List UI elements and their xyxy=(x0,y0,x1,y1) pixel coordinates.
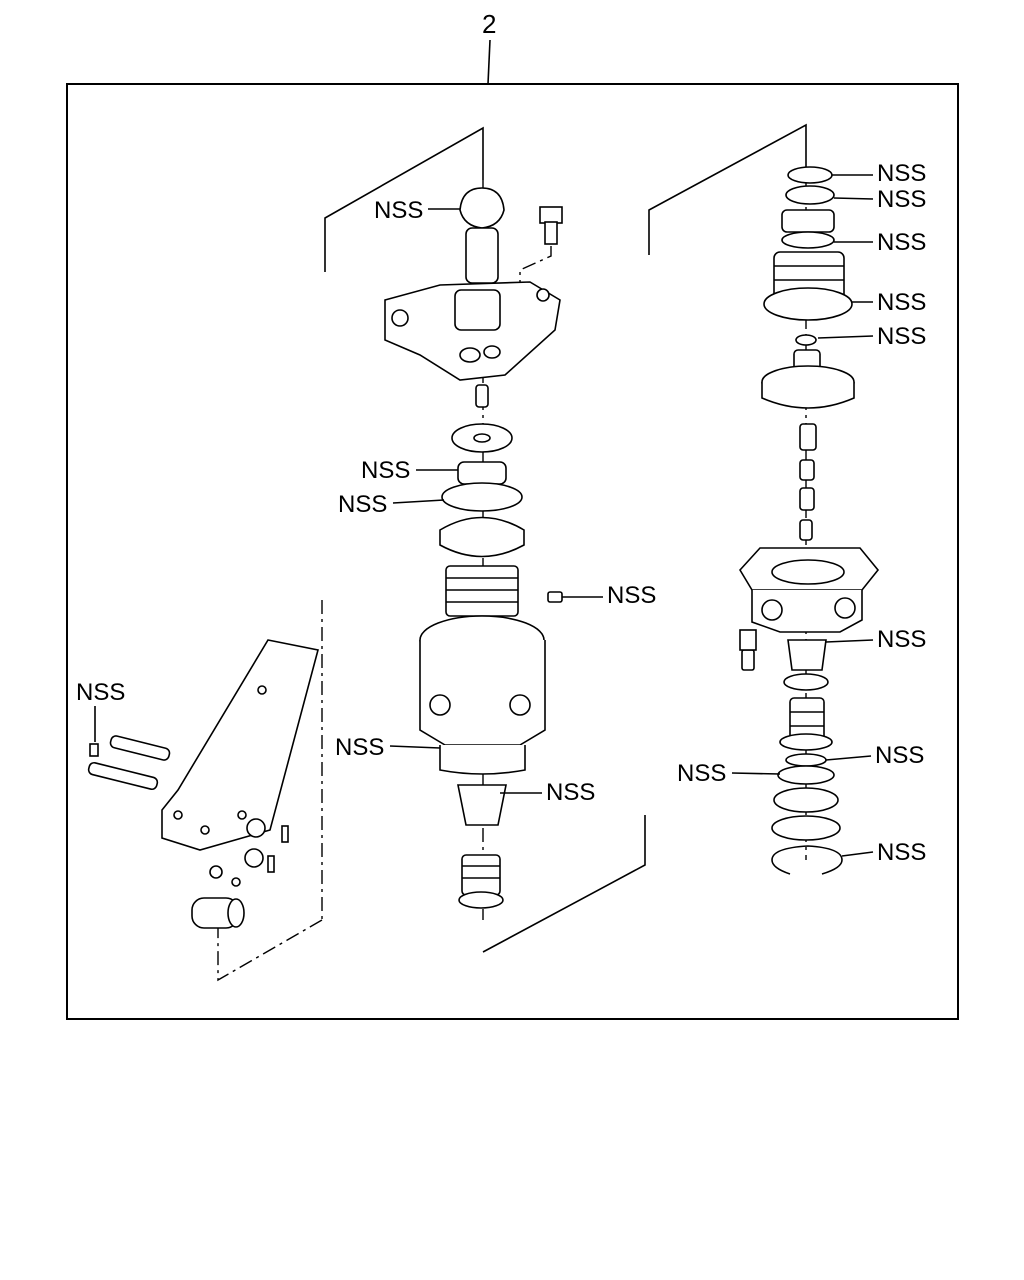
cotter-pin-1 xyxy=(281,825,289,843)
plunger xyxy=(465,227,499,284)
nss-label-16: NSS xyxy=(877,839,926,866)
nss-label-3: NSS xyxy=(338,491,387,518)
top-cap xyxy=(459,187,505,229)
pedal-arm xyxy=(161,639,319,851)
washer-left-2 xyxy=(244,848,264,868)
right-ring-1 xyxy=(779,733,833,751)
nss-labels: NSS NSS NSS NSS NSS NSS NSS NSS NSS NSS … xyxy=(76,160,926,866)
right-side-bolt xyxy=(739,629,757,671)
main-body xyxy=(419,615,546,775)
callout-number: 2 xyxy=(482,9,496,39)
seal-ring xyxy=(457,461,507,485)
nss-label-13: NSS xyxy=(877,626,926,653)
small-washer xyxy=(231,877,241,887)
nss-label-12: NSS xyxy=(877,323,926,350)
small-plug xyxy=(547,591,563,603)
diagram-frame xyxy=(66,83,959,1020)
nss-label-5: NSS xyxy=(335,734,384,761)
snap-ring xyxy=(771,845,843,875)
nss-label-9: NSS xyxy=(877,186,926,213)
small-pin xyxy=(475,384,489,408)
right-lower-spring xyxy=(789,697,825,741)
right-bottom-cap xyxy=(787,639,827,671)
small-nut xyxy=(209,865,223,879)
right-pin-1 xyxy=(799,423,817,451)
right-piston xyxy=(761,365,855,409)
right-ring-2 xyxy=(785,753,827,767)
nss-label-10: NSS xyxy=(877,229,926,256)
top-housing xyxy=(384,281,561,381)
right-diaphragm xyxy=(763,287,853,321)
center-bottom-bracket xyxy=(482,815,646,953)
right-pin-4 xyxy=(799,519,813,541)
left-pedal-assembly xyxy=(87,600,323,982)
o-ring-3 xyxy=(781,231,835,249)
bottom-cap xyxy=(457,784,507,826)
roller xyxy=(191,897,245,929)
nss-label-8: NSS xyxy=(877,160,926,187)
center-valve-assembly xyxy=(324,126,646,953)
bolt-top xyxy=(539,206,563,245)
right-ring-3 xyxy=(777,765,835,785)
nss-label-1: NSS xyxy=(374,197,423,224)
pin-upper xyxy=(109,735,171,761)
nss-label-6: NSS xyxy=(546,779,595,806)
nss-label-11: NSS xyxy=(877,289,926,316)
small-o-ring xyxy=(795,334,817,346)
right-ring-4 xyxy=(773,787,839,813)
right-o-ring-low xyxy=(783,673,829,691)
retainer xyxy=(781,209,835,233)
o-ring-2 xyxy=(785,185,835,205)
center-top-bracket xyxy=(324,126,484,272)
nss-label-14: NSS xyxy=(875,742,924,769)
right-pin-2 xyxy=(799,459,815,481)
clip xyxy=(89,743,99,757)
piston xyxy=(439,516,525,558)
right-ring-5 xyxy=(771,815,841,841)
callout-leader xyxy=(487,39,491,85)
o-ring-1 xyxy=(787,166,833,184)
nss-label-15: NSS xyxy=(677,760,726,787)
nss-label-7: NSS xyxy=(76,679,125,706)
nss-label-2: NSS xyxy=(361,457,410,484)
washer-left-1 xyxy=(246,818,266,838)
right-body xyxy=(739,547,880,633)
diaphragm xyxy=(441,482,523,512)
cotter-pin-2 xyxy=(267,855,275,873)
upper-spring xyxy=(445,565,519,617)
right-top-bracket xyxy=(648,123,807,255)
lower-spring xyxy=(458,854,504,909)
nss-label-4: NSS xyxy=(607,582,656,609)
right-pin-3 xyxy=(799,487,815,511)
right-valve-assembly xyxy=(648,123,880,875)
pin-lower xyxy=(87,761,159,791)
